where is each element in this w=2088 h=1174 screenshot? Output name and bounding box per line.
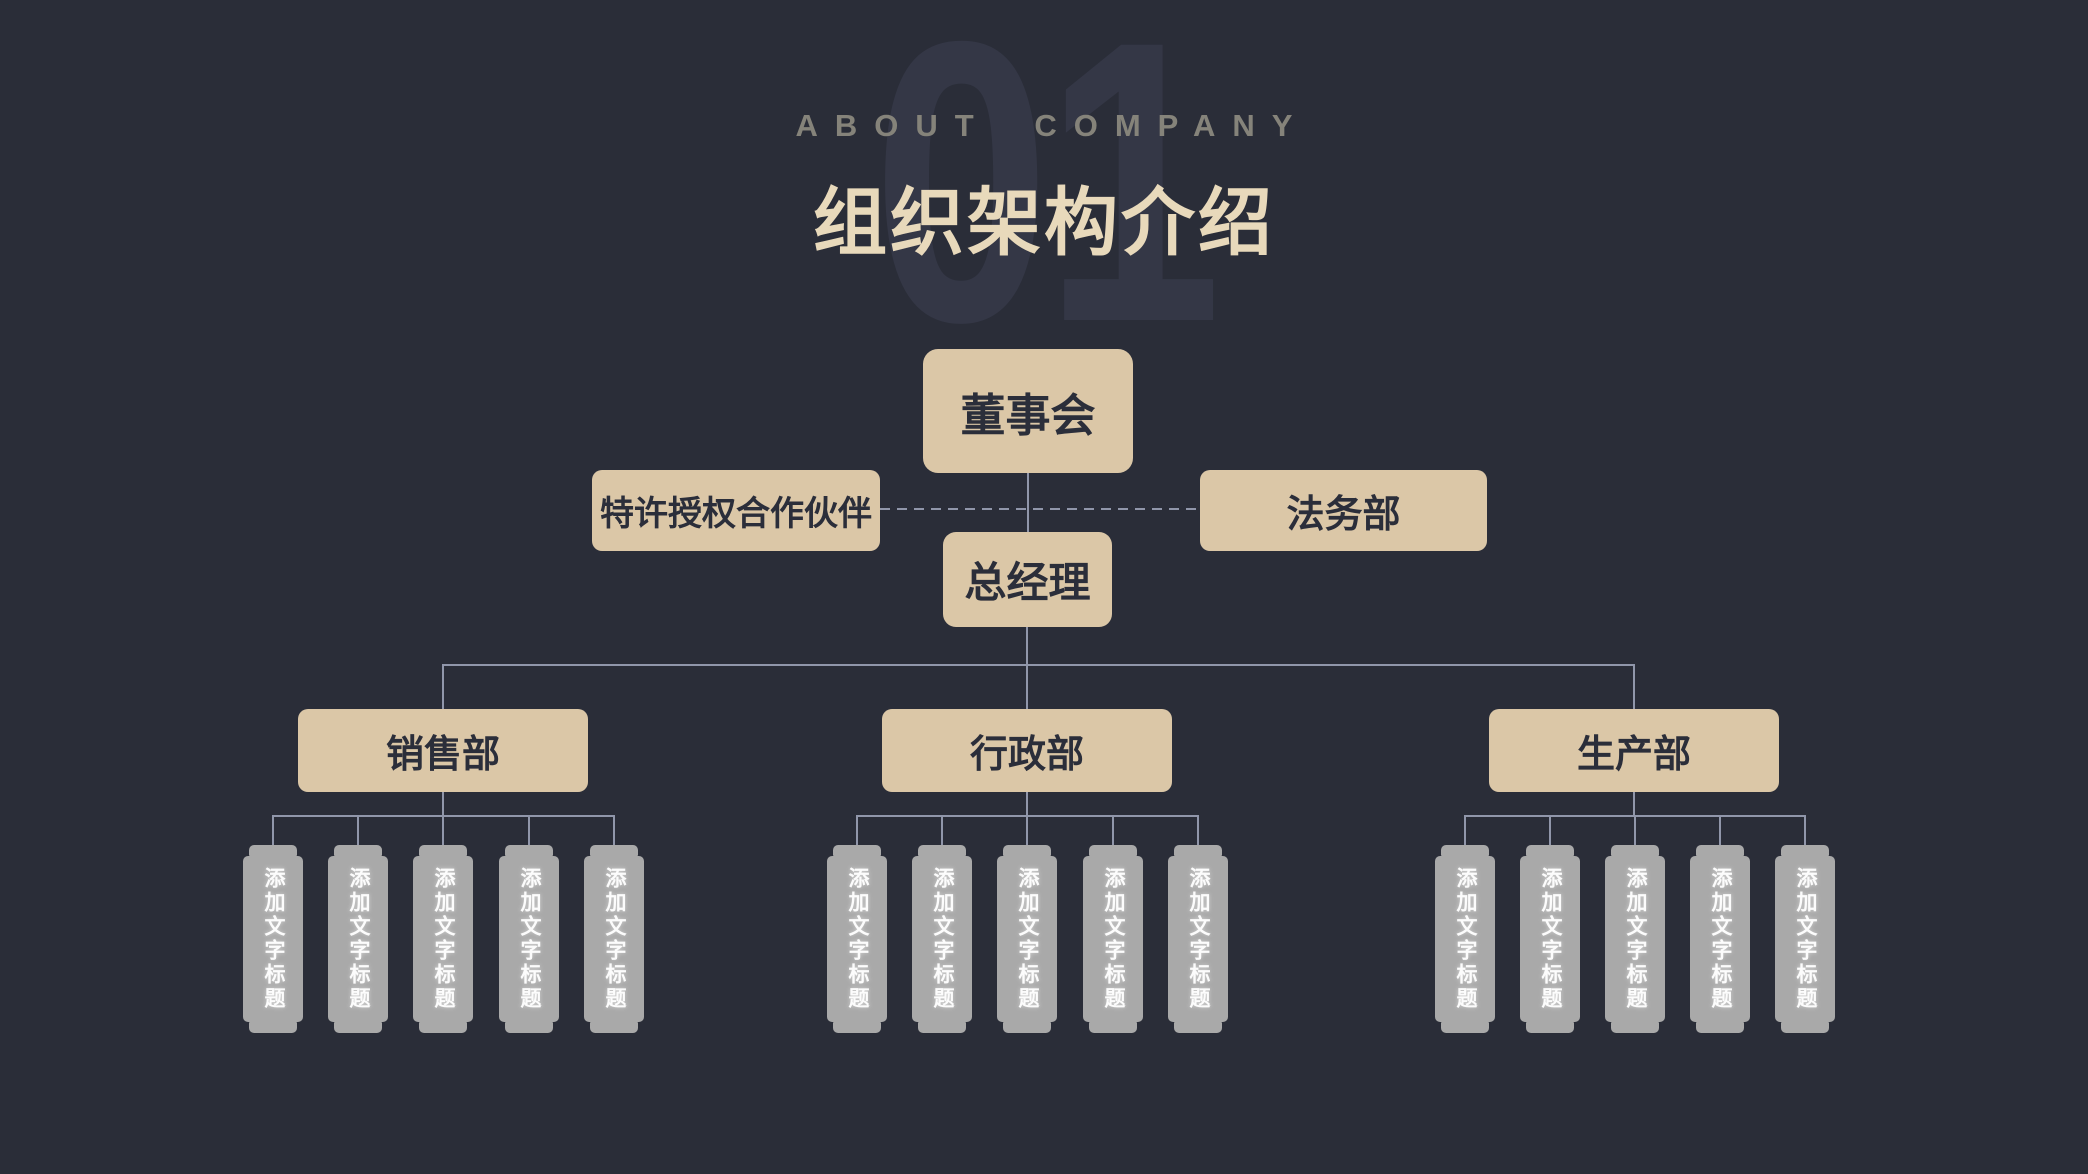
chip-cap-top [334,845,382,856]
chip-cap-bottom [1174,1022,1222,1033]
connector-sales-child-stub [357,815,359,845]
org-child-node: 添加文字标题 [243,845,303,1033]
org-child-node: 添加文字标题 [1435,845,1495,1033]
connector-dashed-partners-legal [880,508,1200,510]
chip-cap-top [1174,845,1222,856]
chip-cap-bottom [1611,1022,1659,1033]
chip-cap-bottom [1696,1022,1744,1033]
connector-sales-down [442,792,444,816]
org-child-label: 添加文字标题 [1454,867,1477,1011]
org-child-node: 添加文字标题 [912,845,972,1033]
org-node-board: 董事会 [923,349,1133,473]
chip-cap-top [833,845,881,856]
org-child-node: 添加文字标题 [584,845,644,1033]
chip-cap-bottom [249,1022,297,1033]
connector-admin-child-stub [941,815,943,845]
connector-admin-down [1026,792,1028,816]
org-child-label: 添加文字标题 [1102,867,1125,1011]
org-child-node: 添加文字标题 [827,845,887,1033]
org-child-node: 添加文字标题 [997,845,1057,1033]
org-child-label: 添加文字标题 [603,867,626,1011]
chip-cap-bottom [590,1022,638,1033]
connector-production-child-stub [1804,815,1806,845]
connector-sales-child-stub [442,815,444,845]
chip-cap-top [1611,845,1659,856]
chip-cap-bottom [1003,1022,1051,1033]
chip-cap-top [419,845,467,856]
section-number-watermark: 01 [872,0,1222,405]
connector-root-to-manager [1027,473,1029,533]
org-child-node: 添加文字标题 [1775,845,1835,1033]
org-child-label: 添加文字标题 [347,867,370,1011]
org-node-dept-sales: 销售部 [298,709,588,792]
chip-cap-bottom [1441,1022,1489,1033]
org-child-label: 添加文字标题 [931,867,954,1011]
connector-departments-horizontal [442,664,1634,666]
org-node-legal: 法务部 [1200,470,1487,551]
org-child-label: 添加文字标题 [432,867,455,1011]
org-child-label: 添加文字标题 [262,867,285,1011]
chip-cap-top [1089,845,1137,856]
connector-production-child-stub [1719,815,1721,845]
org-child-node: 添加文字标题 [413,845,473,1033]
connector-production-child-stub [1634,815,1636,845]
org-child-label: 添加文字标题 [1016,867,1039,1011]
chip-cap-top [505,845,553,856]
org-node-dept-production: 生产部 [1489,709,1779,792]
chip-cap-bottom [833,1022,881,1033]
org-child-label: 添加文字标题 [1794,867,1817,1011]
org-child-node: 添加文字标题 [1520,845,1580,1033]
section-eyebrow: ABOUT COMPANY [795,108,1310,143]
connector-manager-down [1026,627,1028,711]
chip-cap-top [918,845,966,856]
chip-cap-bottom [1526,1022,1574,1033]
connector-sales-child-stub [272,815,274,845]
org-child-label: 添加文字标题 [1709,867,1732,1011]
connector-production-down [1633,792,1635,816]
org-child-node: 添加文字标题 [1690,845,1750,1033]
connector-stub-sales [442,664,444,710]
org-child-node: 添加文字标题 [1083,845,1143,1033]
org-child-label: 添加文字标题 [1187,867,1210,1011]
connector-admin-child-stub [1026,815,1028,845]
chip-cap-top [1441,845,1489,856]
org-node-partners: 特许授权合作伙伴 [592,470,880,551]
chip-cap-top [1696,845,1744,856]
org-child-label: 添加文字标题 [846,867,869,1011]
chip-cap-bottom [334,1022,382,1033]
chip-cap-bottom [1089,1022,1137,1033]
chip-cap-top [590,845,638,856]
org-child-node: 添加文字标题 [499,845,559,1033]
connector-admin-child-stub [856,815,858,845]
org-node-manager: 总经理 [943,532,1112,627]
connector-sales-child-stub [528,815,530,845]
connector-stub-production [1633,664,1635,710]
chip-cap-bottom [505,1022,553,1033]
connector-admin-child-stub [1112,815,1114,845]
org-child-node: 添加文字标题 [1605,845,1665,1033]
org-child-label: 添加文字标题 [1624,867,1647,1011]
org-child-node: 添加文字标题 [328,845,388,1033]
chip-cap-bottom [419,1022,467,1033]
chip-cap-bottom [1781,1022,1829,1033]
slide-title: 组织架构介绍 [813,181,1275,264]
connector-admin-child-stub [1197,815,1199,845]
connector-production-child-stub [1464,815,1466,845]
chip-cap-top [1781,845,1829,856]
org-child-node: 添加文字标题 [1168,845,1228,1033]
chip-cap-top [1003,845,1051,856]
org-child-label: 添加文字标题 [1539,867,1562,1011]
connector-production-child-stub [1549,815,1551,845]
org-node-dept-admin: 行政部 [882,709,1172,792]
chip-cap-bottom [918,1022,966,1033]
connector-sales-child-stub [613,815,615,845]
org-child-label: 添加文字标题 [518,867,541,1011]
chip-cap-top [1526,845,1574,856]
chip-cap-top [249,845,297,856]
